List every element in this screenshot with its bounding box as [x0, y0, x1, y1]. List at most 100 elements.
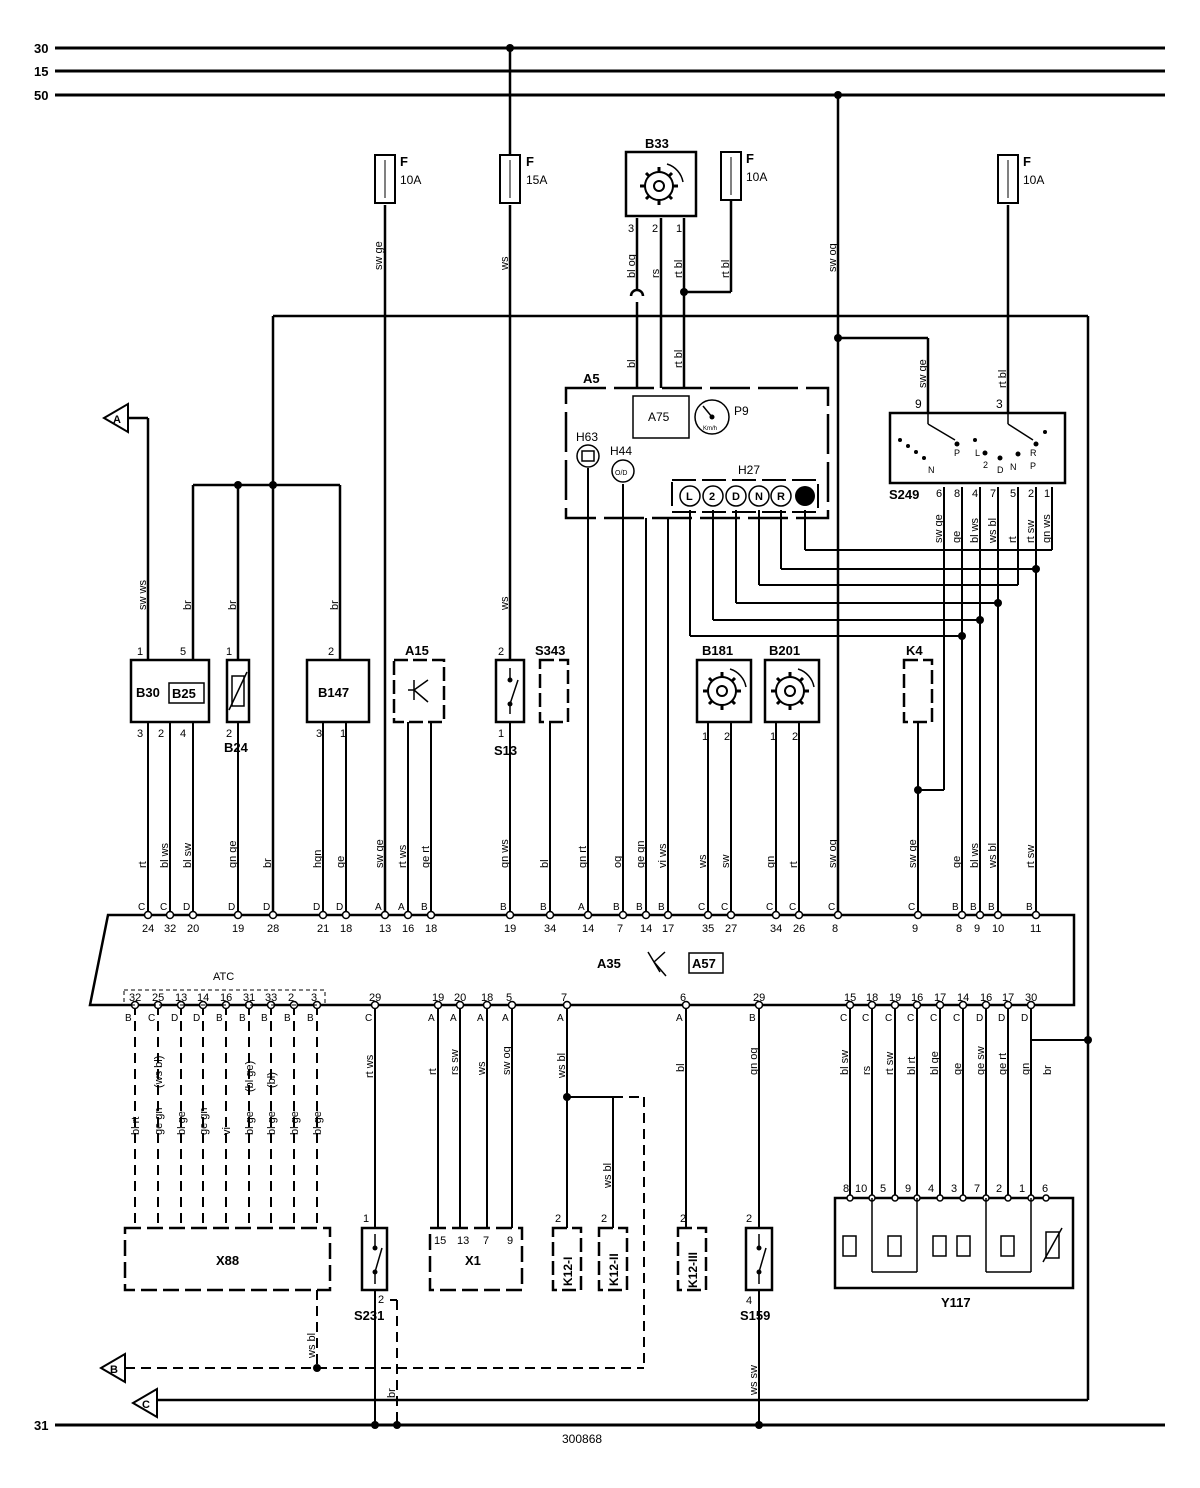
a35-bottom-pin [507, 1000, 517, 1010]
a35-top-pin-letter: B [540, 902, 547, 913]
a35-top-pin-letter: C [766, 902, 773, 913]
b181-pin-1: 1 [702, 731, 708, 743]
fuse-f3-name: F [746, 151, 754, 166]
a35-top-pin [505, 910, 515, 920]
rail-30-label: 30 [34, 41, 48, 56]
b24-pin-2: 2 [226, 728, 232, 740]
a35-bottom-pin-number: 14 [957, 992, 969, 1004]
a35-bottom-pin [912, 1000, 922, 1010]
a35-top-pin-letter: A [375, 902, 382, 913]
a35-bottom-pin [845, 1000, 855, 1010]
a35-bottom-pin [935, 1000, 945, 1010]
wire-color-label: rt bl [673, 350, 685, 368]
fuse-f2-name: F [526, 154, 534, 169]
a35-top-pin-number: 8 [956, 923, 962, 935]
relay-k12-ii: K12-II 2 [597, 1213, 629, 1292]
h27-lamp-2: 2 [709, 491, 715, 503]
s249-pin-7: 7 [990, 488, 996, 500]
a35-top-pin [726, 910, 736, 920]
a35-top-pin-number: 8 [832, 923, 838, 935]
s249-pos-r: R [1030, 448, 1037, 458]
a35-bottom-pin-letter: C [862, 1013, 869, 1024]
a35-bottom-pin [867, 1000, 877, 1010]
h27-lamp-l: L [686, 491, 693, 503]
a35-bottom-pin-number: 19 [432, 992, 444, 1004]
a35-bottom-pin-letter: C [953, 1013, 960, 1024]
connector-x1: X1 15 13 7 9 [428, 1226, 524, 1292]
a35-top-pin-number: 35 [702, 923, 714, 935]
connector-b: B [99, 1352, 126, 1384]
a35-bottom-pin-letter: C [365, 1013, 372, 1024]
wire-color-label: ge rt [997, 1053, 1009, 1075]
k12-iii-pin-2: 2 [680, 1213, 686, 1225]
wire-color-label: bl rt [906, 1057, 918, 1075]
s249-pos-2: 2 [983, 460, 988, 470]
kmh-label: Km/h [703, 426, 717, 432]
a35-top-pin-number: 10 [992, 923, 1004, 935]
s343-label: S343 [535, 643, 565, 658]
wire-color-label: bl [626, 359, 638, 368]
k12-i-pin-2: 2 [555, 1213, 561, 1225]
wire-color-label: ws [697, 854, 709, 869]
a35-bottom-pin-number: 31 [243, 992, 255, 1004]
a35-top-pin-number: 18 [340, 923, 352, 935]
connector-x88: X88 [123, 1226, 332, 1292]
a35-bottom-pin-number: 18 [481, 992, 493, 1004]
a35-bottom-pin-number: 3 [311, 992, 317, 1004]
wire-color-label: bl [675, 1063, 687, 1072]
upper-branch-wires [147, 722, 800, 915]
wire-color-label: rt ws [364, 1054, 376, 1078]
a35-top-pin-number: 11 [1030, 923, 1041, 935]
a35-top-pin [583, 910, 593, 920]
b147-pin-2: 2 [328, 646, 334, 658]
x1-pin-9: 9 [507, 1235, 513, 1247]
b181-label: B181 [702, 643, 733, 658]
wire-color-label: br [1042, 1065, 1054, 1075]
s231-pin-1: 1 [363, 1213, 369, 1225]
a35-top-pin-letter: D [183, 902, 190, 913]
a35-bottom-pin-number: 15 [844, 992, 856, 1004]
a35-top-pin [957, 910, 967, 920]
a35-bottom-pin [1003, 1000, 1013, 1010]
y117-pin-number: 4 [928, 1183, 934, 1195]
a35-top-pin-number: 9 [974, 923, 980, 935]
y117-pin-number: 5 [880, 1183, 886, 1195]
a35-top-pin-letter: D [336, 902, 343, 913]
a35-bottom-pin-number: 30 [1025, 992, 1037, 1004]
wire-color-label: ge [335, 856, 347, 868]
a35-top-pin-letter: B [500, 902, 507, 913]
s231-pin-2: 2 [378, 1294, 384, 1306]
b181-pin-2: 2 [724, 731, 730, 743]
a35-top-pin-number: 20 [187, 923, 199, 935]
wire-color-label: ws bl [556, 1053, 568, 1079]
a35-top-pin-letter: A [578, 902, 585, 913]
a35-bottom-pin [890, 1000, 900, 1010]
a35-top-pin-number: 14 [582, 923, 594, 935]
wire-color-label: sw ge [917, 359, 929, 388]
relay-k4: K4 [902, 643, 934, 724]
a35-top-pin-letter: B [658, 902, 665, 913]
b30-pin-3: 3 [137, 728, 143, 740]
s249-pin-9: 9 [915, 397, 922, 411]
a35-top-pin-number: 32 [164, 923, 176, 935]
sensor-b181: B181 1 2 [695, 643, 753, 743]
a35-top-pin-number: 26 [793, 923, 805, 935]
y117-pin-number: 2 [996, 1183, 1002, 1195]
s249-pos-l: L [975, 448, 980, 458]
fuse-f2-rating: 15A [526, 173, 547, 187]
lower-wires [374, 1005, 1088, 1425]
a35-bottom-pin-number: 29 [369, 992, 381, 1004]
sensor-b147: B147 2 3 1 [305, 646, 371, 740]
a35-top-pin-number: 24 [142, 923, 154, 935]
wire-color-label: sw [720, 855, 732, 869]
s249-pos-d: D [997, 465, 1004, 475]
a35-bottom-pin-number: 29 [753, 992, 765, 1004]
a35-top-pin-letter: B [636, 902, 643, 913]
wire-color-label: vi ws [657, 843, 669, 868]
unit-a15: A15 [392, 643, 446, 724]
a35-bottom-pin-number: 16 [911, 992, 923, 1004]
sensor-b30-b25: B30 B25 1 5 3 2 4 [129, 646, 211, 740]
wire-color-label: gn [1020, 1063, 1032, 1075]
a35-top-pin-letter: C [828, 902, 835, 913]
wire-color-label: og [612, 856, 624, 868]
